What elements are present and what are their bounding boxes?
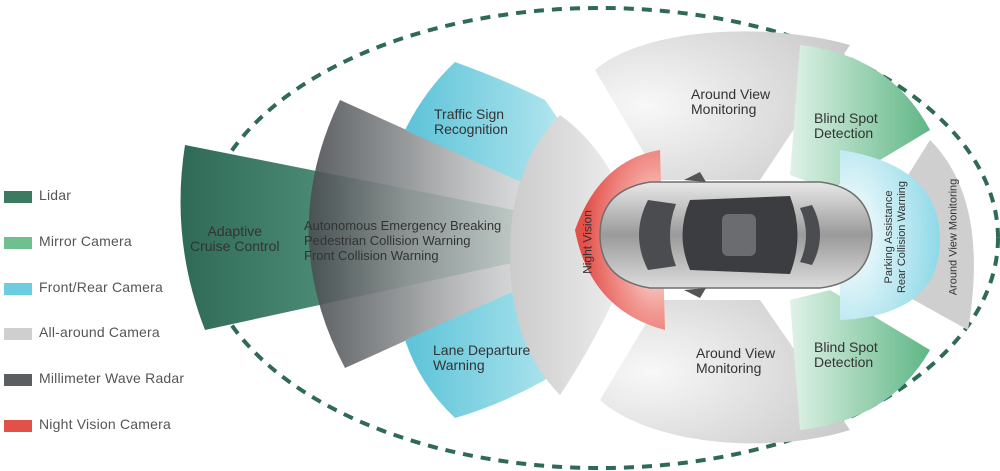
label-line: Around View [691,86,771,102]
parking-assistance-zone [840,150,940,320]
label-line: Lane Departure [433,342,531,358]
label-line: Warning [433,357,485,373]
blind-spot-detection-bottom-label: Blind Spot Detection [814,340,878,370]
blind-spot-zone-bottom [790,290,930,430]
legend-swatch [4,419,32,432]
label-line: Cruise Control [190,238,280,254]
parking-assistance-label: Parking Assistance Rear Collision Warnin… [883,181,909,293]
around-view-monitoring-top-label: Around View Monitoring [691,87,770,117]
legend-item-mirror-camera: Mirror Camera [4,232,204,278]
legend-item-all-around-camera: All-around Camera [4,323,204,369]
label-line: Recognition [434,121,508,137]
label-line: Monitoring [691,101,757,117]
legend-item-millimeter-wave-radar: Millimeter Wave Radar [4,369,204,415]
traffic-sign-recognition-label: Traffic Sign Recognition [434,107,508,137]
night-vision-label: Night Vision [580,210,595,274]
label-line: Parking Assistance [883,190,895,284]
legend-swatch [4,191,32,203]
legend-swatch [4,328,32,341]
lane-departure-warning-label: Lane Departure Warning [433,343,530,373]
label-line: Blind Spot [814,339,878,355]
legend-item-night-vision-camera: Night Vision Camera [4,415,204,461]
around-view-zone-top [595,31,850,181]
label-line: Detection [814,125,874,141]
label-line: Adaptive [207,223,262,239]
label-line: Front Collision Warning [304,248,439,263]
label-line: Traffic Sign [434,106,505,122]
legend-swatch [4,282,32,295]
coverage-boundary [200,6,1000,470]
legend: Lidar Mirror Camera Front/Rear Camera Al… [4,186,204,461]
around-view-monitoring-bottom-label: Around View Monitoring [696,346,775,376]
label-line: Autonomous Emergency Breaking [304,218,502,233]
blind-spot-detection-top-label: Blind Spot Detection [814,111,878,141]
label-line: Blind Spot [814,110,878,126]
around-view-zone-bottom [600,300,850,444]
legend-label: Lidar [39,187,72,203]
around-view-monitoring-rear-label: Around View Monitoring [947,178,960,296]
legend-label: Night Vision Camera [39,415,171,432]
legend-swatch [4,374,32,387]
label-line: Monitoring [696,360,762,376]
legend-label: Mirror Camera [39,232,132,249]
adaptive-cruise-control-label: Adaptive Cruise Control [190,224,279,254]
legend-label: Front/Rear Camera [39,278,163,295]
label-line: Detection [814,354,874,370]
legend-item-front-rear-camera: Front/Rear Camera [4,278,204,324]
legend-label: All-around Camera [39,324,160,341]
legend-item-lidar: Lidar [4,186,204,232]
label-line: Around View [696,345,776,361]
radar-zone [308,100,640,368]
blind-spot-zone-top [790,45,930,190]
label-line: Pedestrian Collision Warning [304,233,471,248]
legend-label: Millimeter Wave Radar [39,370,185,387]
car-icon [599,172,873,298]
label-line: Rear Collision Warning [896,180,908,294]
radar-functions-label: Autonomous Emergency Breaking Pedestrian… [304,218,501,263]
legend-swatch [4,236,32,249]
